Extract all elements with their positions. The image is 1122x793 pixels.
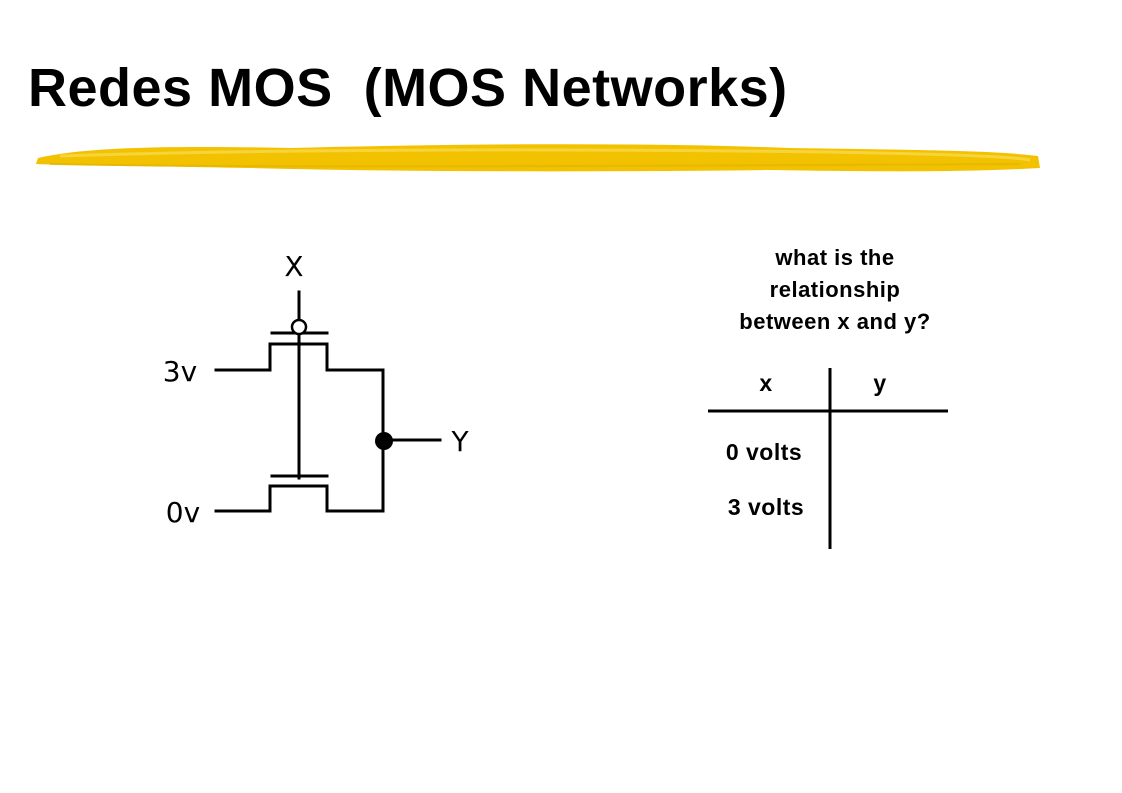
pmos-inversion-bubble bbox=[290, 318, 308, 336]
table-row-x-value: 0 volts bbox=[726, 439, 802, 465]
pmos-channel bbox=[214, 342, 385, 372]
supply-high-label: 3v bbox=[163, 355, 197, 388]
output-junction-dot bbox=[375, 432, 393, 450]
input-x-label: X bbox=[284, 250, 303, 283]
title-underline-highlight bbox=[36, 144, 1040, 172]
output-y-label: Y bbox=[450, 425, 469, 458]
nmos-channel bbox=[214, 484, 385, 513]
question-line: between x and y? bbox=[739, 309, 931, 334]
question-line: what is the bbox=[775, 245, 895, 270]
supply-low-label: 0v bbox=[166, 496, 200, 529]
slide-title: Redes MOS (MOS Networks) bbox=[28, 58, 788, 118]
table-row-x-value: 3 volts bbox=[728, 494, 804, 520]
column-header-y: y bbox=[873, 370, 886, 396]
question-line: relationship bbox=[769, 277, 901, 302]
column-header-x: x bbox=[759, 370, 772, 396]
question-text: what is the relationship between x and y… bbox=[690, 242, 980, 338]
